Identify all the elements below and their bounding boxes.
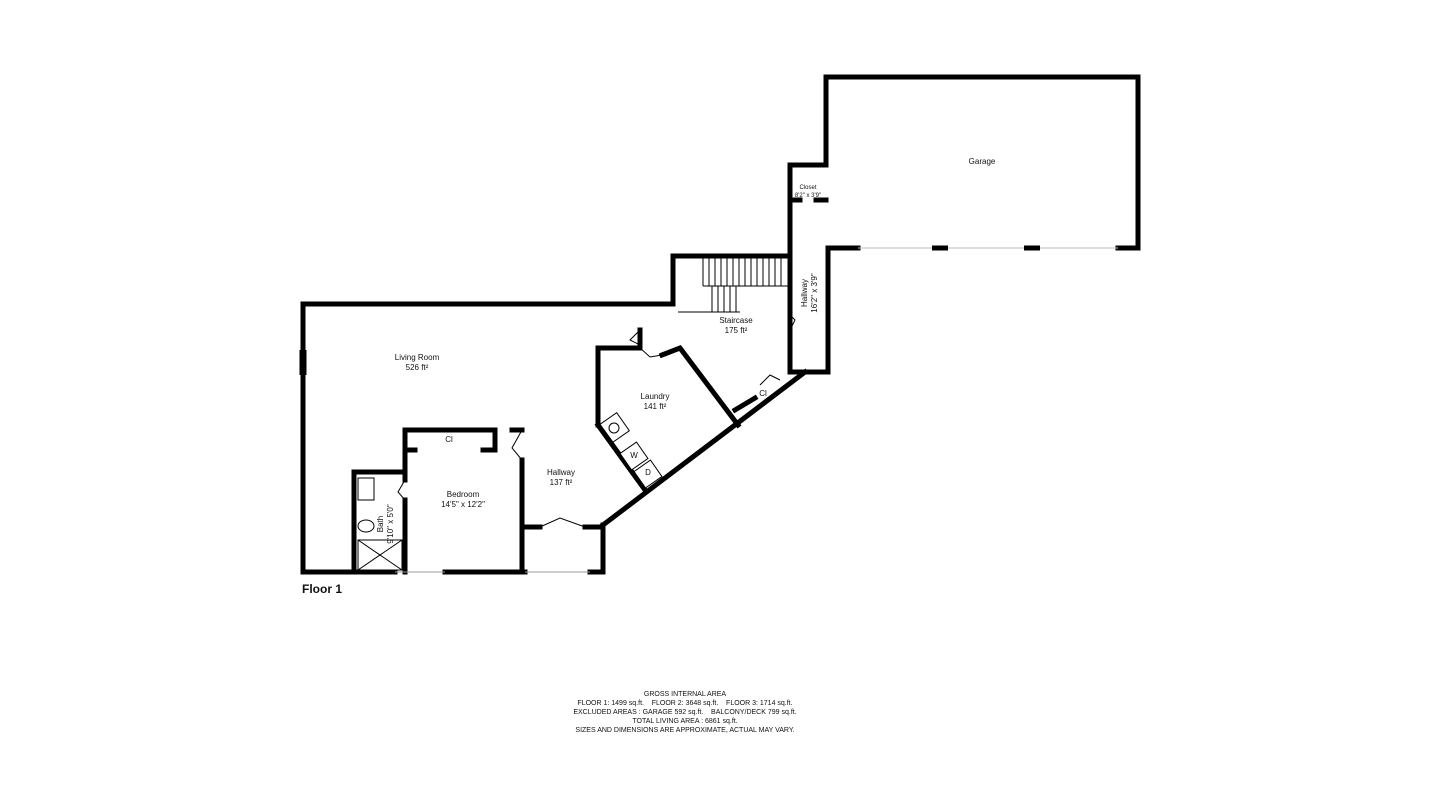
room-label-bedroom-closet: Cl bbox=[445, 435, 453, 444]
area-notes: GROSS INTERNAL AREA FLOOR 1: 1499 sq.ft.… bbox=[573, 690, 796, 735]
doors-windows bbox=[299, 245, 1118, 573]
walls bbox=[300, 74, 1141, 575]
floor-title: Floor 1 bbox=[302, 582, 343, 596]
room-label-closet-small: Cl bbox=[759, 389, 767, 398]
notes-line: TOTAL LIVING AREA : 6861 sq.ft. bbox=[632, 718, 738, 725]
dryer-label: D bbox=[645, 468, 651, 477]
notes-line: SIZES AND DIMENSIONS ARE APPROXIMATE, AC… bbox=[575, 727, 795, 734]
washer-dryer bbox=[619, 441, 663, 489]
notes-line: FLOOR 1: 1499 sq.ft. FLOOR 2: 3648 sq.ft… bbox=[577, 700, 793, 707]
washer-label: W bbox=[630, 451, 638, 460]
stairs bbox=[678, 258, 790, 313]
room-label-garage: Garage bbox=[968, 157, 996, 166]
notes-line: GROSS INTERNAL AREA bbox=[643, 691, 727, 698]
notes-line: EXCLUDED AREAS : GARAGE 592 sq.ft. BALCO… bbox=[573, 709, 797, 716]
